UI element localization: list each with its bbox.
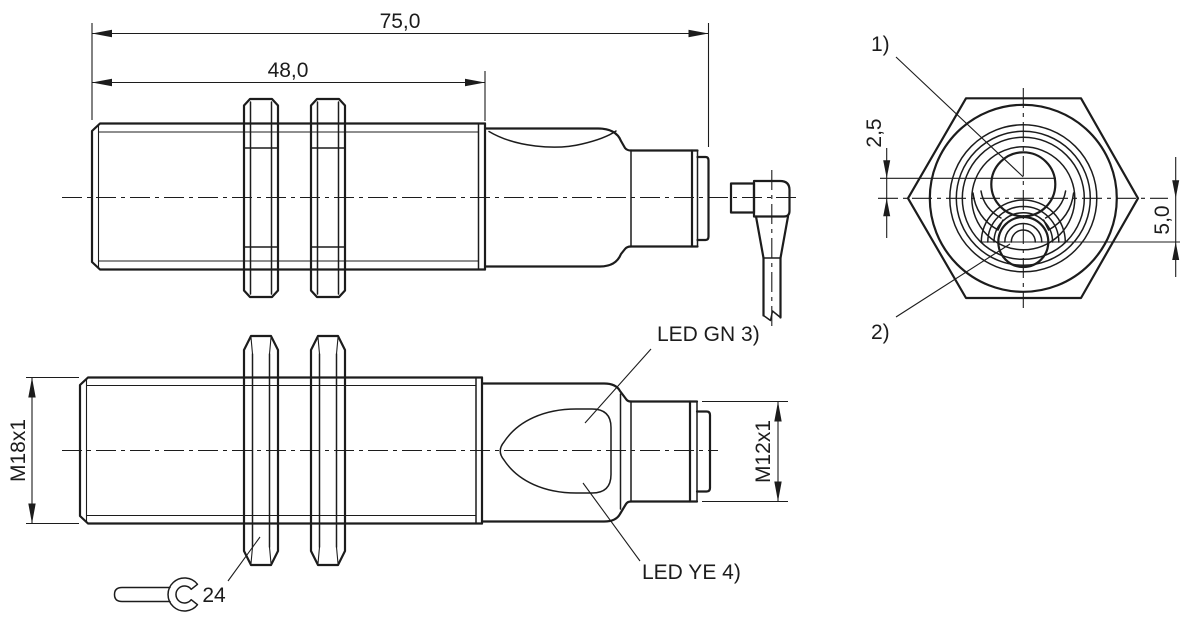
led-yellow-label: LED YE 4)	[642, 561, 741, 584]
callout-2-label: 2)	[871, 321, 890, 344]
dim-label-5-0: 5,0	[1151, 205, 1174, 234]
lock-nut-1	[242, 97, 280, 299]
cable-plug	[729, 170, 791, 330]
face-rings	[928, 103, 1118, 293]
callout-2: 2)	[871, 243, 1011, 344]
wrench-icon	[113, 577, 199, 612]
dimension-overall-length: 75,0	[91, 10, 710, 147]
leader-wrench	[227, 536, 261, 582]
wrench-size-label: 24	[202, 584, 226, 607]
front-view: 1) 2) 2,5 5,0	[863, 33, 1180, 344]
dimension-body-thread: M18x1	[7, 376, 79, 525]
sensor-body-threaded	[78, 376, 484, 525]
dimension-connector-thread: M12x1	[702, 400, 788, 503]
dimension-lens1-offset: 2,5	[863, 118, 1056, 238]
lock-nut-1	[242, 334, 280, 567]
callout-1-label: 1)	[871, 33, 890, 56]
m12-connector	[629, 400, 712, 503]
leader-led-yellow	[582, 482, 641, 562]
dim-label-2-5: 2,5	[863, 118, 886, 147]
lock-nut-2	[309, 334, 347, 567]
wrench-callout: 24	[113, 536, 261, 612]
dim-label-m18: M18x1	[7, 419, 30, 482]
lens-holder-wings	[972, 190, 1075, 231]
rear-housing	[481, 382, 633, 523]
side-view-with-leds: LED GN 3) LED YE 4) M18x1 M12x1	[7, 323, 788, 612]
led-window-profile	[488, 130, 617, 148]
rear-housing	[484, 127, 633, 268]
side-view-with-plug: 75,0 48,0	[62, 10, 800, 330]
leader-led-green	[584, 348, 652, 424]
sensor-body-threaded	[90, 122, 487, 271]
dimension-thread-length: 48,0	[92, 59, 486, 121]
dimension-lens2-offset: 5,0	[980, 157, 1180, 277]
dim-label-m12: M12x1	[752, 420, 775, 483]
led-callouts: LED GN 3) LED YE 4)	[582, 323, 760, 584]
dim-label-75: 75,0	[380, 10, 421, 33]
led-window	[499, 408, 612, 494]
m12-connector	[629, 149, 710, 248]
led-green-label: LED GN 3)	[657, 323, 760, 346]
lock-nut-2	[309, 97, 347, 299]
dim-label-48: 48,0	[268, 59, 309, 82]
callout-1: 1)	[871, 33, 1024, 178]
hex-nut-face	[906, 97, 1140, 300]
